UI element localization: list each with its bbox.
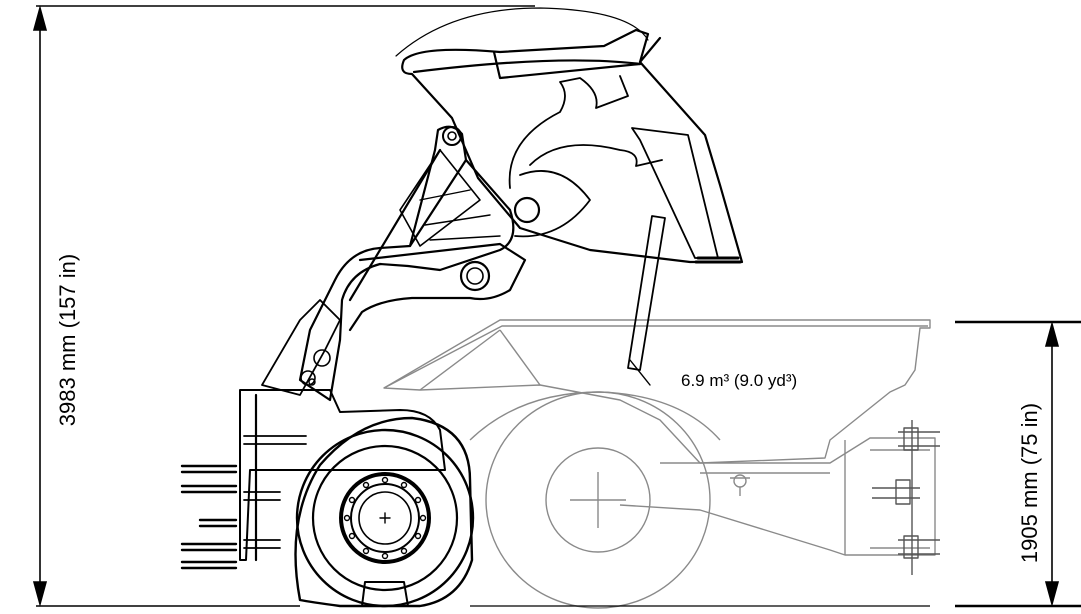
truck-rear-hitch [872,420,940,575]
hydraulic-fittings [180,464,238,570]
bucket-swing-arc [395,7,649,57]
haul-truck [383,319,940,609]
truck-dump-body [383,319,931,464]
loader-front-frame [239,389,446,561]
lift-cylinder [261,299,341,396]
tow-eye-icon [730,474,750,496]
wheel-lug-holes [343,476,427,560]
tilt-linkage [627,215,666,371]
dimension-truck-height [955,320,1081,608]
bucket [401,28,744,264]
truck-wheel [485,391,711,609]
overall-height-label: 3983 mm (157 in) [55,254,80,426]
truck-fender [469,391,721,441]
wheel-loader [180,7,744,608]
truck-chassis [619,437,936,556]
bucket-capacity-label: 6.9 m³ (9.0 yd³) [681,371,797,390]
truck-height-label: 1905 mm (75 in) [1017,403,1042,563]
dimension-overall-height [32,4,535,608]
loader-wheel [294,416,475,608]
